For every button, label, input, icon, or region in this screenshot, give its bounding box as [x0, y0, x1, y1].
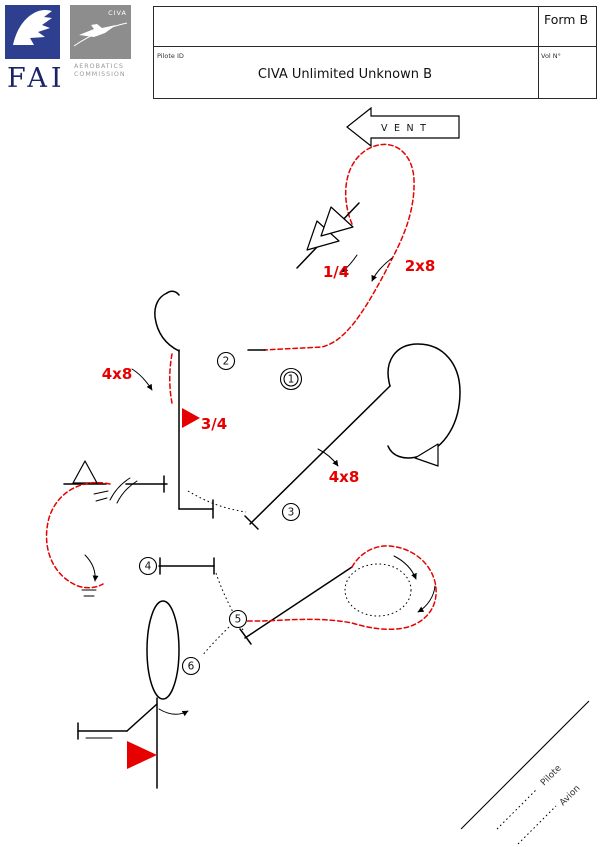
- fig4-neg-mark1: [93, 490, 109, 495]
- figure-6: 6: [77, 600, 201, 789]
- pilote-dotted-leader: [496, 788, 538, 830]
- figure-3: 4x8 3: [244, 343, 461, 530]
- signature-line: [460, 700, 590, 830]
- pilote-id-label: Pilote ID: [157, 52, 184, 60]
- figure-4: 4: [45, 460, 215, 597]
- figure6-number-circle: [181, 656, 201, 676]
- fig5-inner-spiral: [344, 563, 412, 617]
- fig2-top-curve: [154, 292, 180, 352]
- fig6-vertical-oval: [146, 600, 180, 700]
- fai-eagle-icon: [13, 9, 52, 46]
- fig1-quarter-roll-label: 1/4: [323, 263, 349, 281]
- fig2-three-quarter-label: 3/4: [201, 415, 227, 433]
- figure3-number: 3: [288, 507, 295, 519]
- fig2-snap-flag-icon: [182, 408, 200, 428]
- civa-logo-label: CIVA: [108, 9, 127, 17]
- commission-line2: COMMISSION: [74, 71, 126, 78]
- fig6-exit-diagonal: [126, 703, 158, 732]
- figure-2: 4x8 3/4 2: [102, 290, 236, 519]
- avion-signature-label: Avion: [558, 784, 583, 809]
- fig5-entry-tick: [239, 628, 252, 645]
- avion-dotted-leader: [517, 805, 557, 845]
- figure-5: 5: [228, 545, 437, 645]
- fig1-roll-arrow-icon: [371, 257, 393, 282]
- fig1-spin-triangle2-icon: [320, 206, 354, 237]
- fig4-snap-mark1: [109, 477, 131, 501]
- fig2-top-hook: [166, 290, 180, 296]
- figure3-number-circle: [281, 502, 301, 522]
- fig5-roll-arrow2-icon: [417, 585, 436, 613]
- wind-arrow-icon: [346, 106, 460, 148]
- fig1-negative-loop-line: [263, 143, 415, 351]
- figure5-number-circle: [228, 609, 248, 629]
- fig3-climb-line: [249, 385, 391, 525]
- header: FAI CIVA AEROBATICS COMMISSION Form B Pi…: [5, 5, 597, 99]
- fig1-quarter-roll-arrow-icon: [341, 254, 358, 273]
- connector-fig5-fig6: [201, 626, 230, 657]
- header-table-border: [153, 6, 597, 99]
- wind-direction: VENT: [346, 106, 460, 148]
- fig5-roll-arrow1-icon: [393, 555, 417, 580]
- civa-swoosh-icon: [73, 22, 128, 47]
- form-label: Form B: [544, 12, 588, 27]
- figure5-number: 5: [235, 614, 242, 626]
- fig3-roll-arrow-icon: [317, 448, 339, 467]
- sequence-title: CIVA Unlimited Unknown B: [258, 67, 432, 82]
- fig3-direction-arrow-icon: [414, 443, 439, 467]
- figure4-number-circle: [138, 556, 158, 576]
- fai-acronym: FAI: [7, 63, 66, 94]
- fig2-roll-arrow-icon: [131, 368, 153, 391]
- fig3-eighths-label: 4x8: [329, 468, 360, 486]
- figure1-number-inner-circle: [283, 371, 299, 387]
- civa-aircraft-icon: [79, 24, 116, 37]
- fig4-tailslide-triangle-icon: [72, 460, 98, 484]
- vol-number-label: Vol N°: [541, 52, 561, 60]
- fig6-roll-arrow-icon: [158, 708, 189, 717]
- figure2-number: 2: [223, 356, 230, 368]
- fig2-eighths-label: 4x8: [102, 365, 133, 383]
- fig5-climb-line: [244, 566, 353, 639]
- figure6-number: 6: [188, 661, 195, 673]
- fig6-snap-flag-icon: [127, 741, 157, 769]
- signature-area: Pilote Avion: [460, 700, 590, 845]
- figure1-number: 1: [288, 374, 295, 386]
- fig5-negative-loop-line: [233, 545, 437, 630]
- pilote-signature-label: Pilote: [539, 763, 564, 788]
- fig4-negative-half-loop: [45, 481, 111, 589]
- figure-1: 1/4 2x8 1: [247, 143, 436, 391]
- fig1-eighths-label: 2x8: [405, 257, 436, 275]
- commission-line1: AEROBATICS: [74, 63, 124, 70]
- fig4-roll-arrow-icon: [84, 554, 99, 582]
- figure2-number-circle: [216, 351, 236, 371]
- fig4-snap-mark2: [116, 480, 138, 504]
- fig2-negative-roll-line: [169, 353, 173, 404]
- connector-fig2-fig3: [187, 490, 247, 513]
- fig4-neg-mark2: [95, 497, 108, 502]
- figure4-number: 4: [145, 561, 152, 573]
- fig3-loop-line: [387, 343, 461, 459]
- wind-label: VENT: [381, 123, 432, 134]
